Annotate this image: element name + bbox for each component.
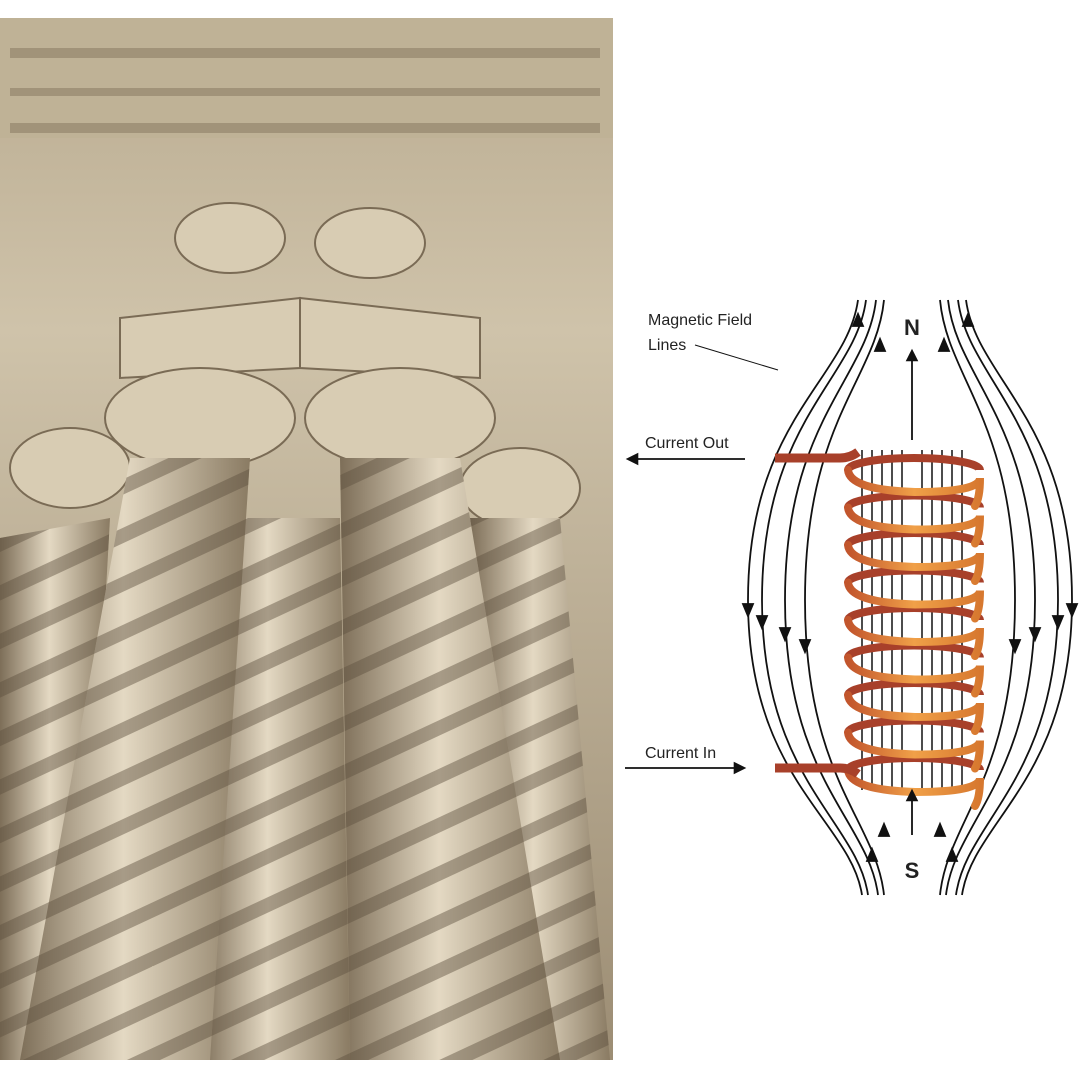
field-direction-arrow — [741, 603, 755, 619]
capitals — [9, 202, 581, 529]
coil-turn-front — [844, 653, 984, 698]
field-line — [804, 299, 885, 896]
coil-turn-back — [844, 566, 984, 584]
field-direction-arrow — [778, 627, 792, 643]
coil-turn-front — [844, 728, 984, 773]
field-line — [939, 299, 1016, 896]
field-line — [747, 299, 863, 896]
coil-turn-back — [844, 754, 984, 772]
field-direction-arrow — [945, 846, 959, 862]
current-in-label: Current In — [645, 745, 716, 762]
south-pole-label: S — [905, 858, 920, 883]
current-out-label: Current Out — [645, 435, 729, 452]
field-line — [761, 299, 869, 896]
coil-turn-back — [844, 716, 984, 734]
north-pole-label: N — [904, 315, 920, 340]
twisted-columns-photo — [0, 18, 613, 1060]
current-out-lead — [775, 448, 861, 463]
field-direction-arrow — [937, 336, 951, 352]
coil-turn-back — [844, 529, 984, 547]
coil-turn-front — [844, 766, 984, 810]
field-direction-arrow — [961, 311, 975, 327]
copper-coil — [844, 454, 984, 810]
field-direction-arrow — [877, 821, 891, 837]
field-direction-arrow — [873, 336, 887, 352]
columns — [0, 458, 610, 1060]
coil-turn-front — [844, 541, 984, 585]
field-direction-arrow — [933, 821, 947, 837]
coil-turn-front — [844, 691, 984, 735]
coil-turn-back — [844, 641, 984, 659]
field-direction-arrow — [1051, 615, 1065, 631]
coil-turn-front — [844, 503, 984, 548]
field-lines-leader — [694, 344, 779, 371]
field-line — [955, 299, 1059, 896]
coil-turn-back — [844, 454, 984, 472]
field-direction-arrow — [1008, 639, 1022, 655]
field-lines-label-2: Lines — [648, 337, 686, 354]
field-direction-arrow — [865, 846, 879, 862]
coil-turn-front — [844, 578, 984, 623]
field-line — [784, 299, 879, 896]
field-direction-arrow — [851, 311, 865, 327]
field-direction-arrow — [798, 639, 812, 655]
coil-turn-back — [844, 604, 984, 622]
field-direction-arrow — [1028, 627, 1042, 643]
core-field-lines — [861, 450, 963, 790]
field-lines-label-1: Magnetic Field — [648, 312, 752, 329]
field-direction-arrow — [1065, 603, 1079, 619]
coil-turn-back — [844, 491, 984, 509]
coil-turn-front — [844, 616, 984, 660]
coil-turn-front — [844, 466, 984, 510]
field-line — [945, 299, 1036, 896]
field-direction-arrow — [755, 615, 769, 631]
field-line — [961, 299, 1073, 896]
current-in-lead — [775, 763, 861, 778]
coil-turn-back — [844, 679, 984, 697]
magnetic-field-lines — [741, 299, 1079, 896]
